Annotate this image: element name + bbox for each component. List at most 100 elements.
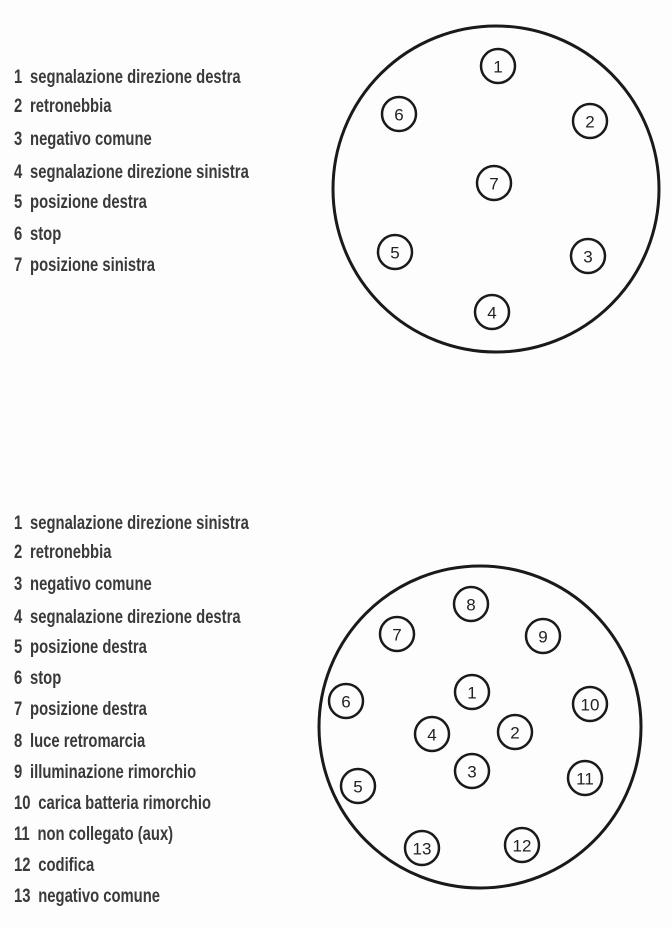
legend-label: non collegato (aux) [37,823,173,844]
connector-7-pin-outline [331,24,661,354]
legend-number: 3 [14,128,22,149]
pin-number: 12 [513,837,532,856]
legend-label: retronebbia [30,541,112,562]
legend-label: segnalazione direzione sinistra [30,161,249,182]
legend-item: 10 carica batteria rimorchio [14,792,211,813]
connector-pin: 10 [571,685,609,723]
pin-number: 6 [341,693,350,712]
pin-number: 4 [487,304,496,323]
pin-number: 9 [538,628,547,647]
legend-number: 6 [14,223,22,244]
pin-circle [403,829,441,867]
legend-number: 6 [14,667,22,688]
pin-circle [503,826,541,864]
legend-number: 7 [14,698,22,719]
legend-number: 10 [14,792,30,813]
legend-number: 8 [14,730,22,751]
legend-number: 2 [14,95,22,116]
legend-number: 11 [14,823,30,844]
legend-label: luce retromarcia [30,730,146,751]
pin-number: 7 [392,626,401,645]
connector-pin: 2 [496,713,534,751]
pin-circle [380,95,418,133]
pin-circle [376,233,414,271]
connector-pin: 3 [569,237,607,275]
legend-label: stop [30,667,61,688]
connector-pin: 1 [479,47,517,85]
legend-label: negativo comune [30,573,152,594]
legend-item: 5 posizione destra [14,636,147,657]
legend-item: 4 segnalazione direzione sinistra [14,161,249,182]
pin-number: 5 [353,778,362,797]
pin-number: 8 [466,596,475,615]
pin-number: 10 [581,696,600,715]
pin-number: 6 [394,106,403,125]
pin-circle [327,682,365,720]
connector-pin: 6 [327,682,365,720]
legend-label: posizione destra [30,636,147,657]
pin-number: 7 [489,175,498,194]
connector-pin: 5 [339,767,377,805]
legend-label: segnalazione direzione sinistra [30,512,249,533]
connector-pin: 9 [524,617,562,655]
legend-number: 7 [14,254,22,275]
legend-number: 4 [14,161,23,182]
legend-number: 5 [14,191,22,212]
connector-pin: 7 [378,615,416,653]
pin-number: 13 [413,840,432,859]
pin-circle [571,685,609,723]
legend-number: 12 [14,854,30,875]
pin-number: 4 [427,726,436,745]
pin-circle [453,752,491,790]
pin-circle [524,617,562,655]
pin-number: 3 [583,248,592,267]
pin-circle [571,102,609,140]
connector-pin: 3 [453,752,491,790]
legend-item: 6 stop [14,667,61,688]
pin-circle [566,759,604,797]
legend-item: 11 non collegato (aux) [14,823,173,844]
legend-number: 1 [14,66,22,87]
legend-item: 6 stop [14,223,61,244]
legend-number: 5 [14,636,22,657]
pin-number: 2 [585,113,594,132]
legend-label: codifica [38,854,94,875]
legend-13-pin: 1 segnalazione direzione sinistra 2 retrone… [14,512,249,906]
legend-item: 1 segnalazione direzione sinistra [14,512,249,533]
connector-pin: 8 [452,585,490,623]
legend-label: posizione destra [30,191,147,212]
connector-pin: 13 [403,829,441,867]
pin-number: 1 [467,684,476,703]
connector-pin: 6 [380,95,418,133]
legend-label: stop [30,223,61,244]
connector-pin: 5 [376,233,414,271]
legend-label: carica batteria rimorchio [38,792,211,813]
legend-number: 1 [14,512,22,533]
pins-7-pin: 1 2 3 4 5 6 7 [376,47,609,331]
pin-number: 11 [576,770,594,789]
legend-label: segnalazione direzione destra [30,606,241,627]
connector-pin: 7 [475,164,513,202]
connector-pin: 4 [473,293,511,331]
legend-label: negativo comune [30,128,152,149]
connector-pin: 11 [566,759,604,797]
pin-circle [453,673,491,711]
legend-number: 3 [14,573,22,594]
legend-item: 5 posizione destra [14,191,147,212]
connector-13-pin-outline [317,564,643,890]
pin-number: 3 [467,763,476,782]
legend-number: 9 [14,761,22,782]
connector-pin: 4 [413,715,451,753]
legend-item: 8 luce retromarcia [14,730,146,751]
legend-item: 3 negativo comune [14,128,152,149]
legend-label: negativo comune [38,885,160,906]
legend-number: 2 [14,541,22,562]
connector-pin: 2 [571,102,609,140]
